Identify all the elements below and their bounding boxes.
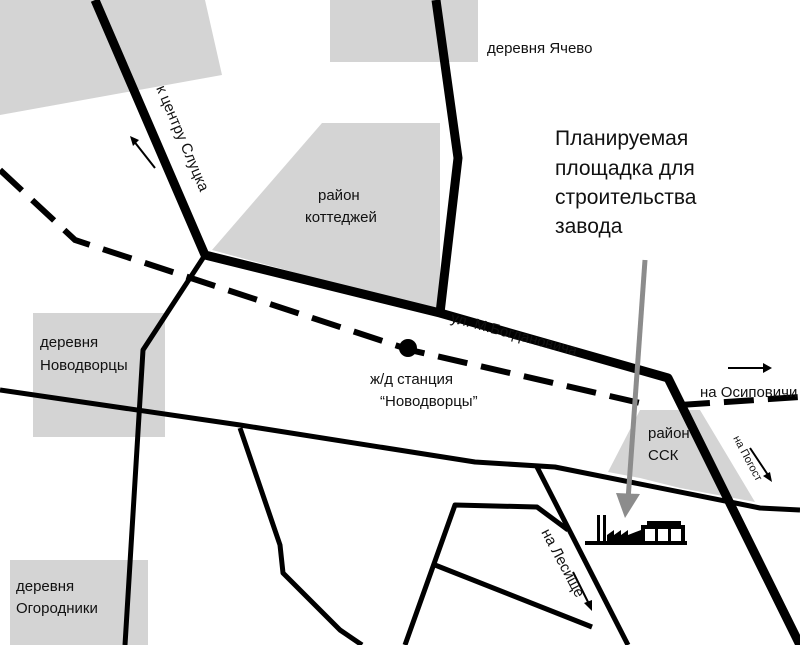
area-novodvortsy (33, 313, 165, 437)
label-bogdanovicha: ул. М.Богдановича (449, 309, 580, 359)
label-novodvortsy-2: Новодворцы (40, 357, 128, 374)
arrow-slutsk-icon (132, 139, 156, 169)
label-site-2: площадка для (555, 157, 695, 180)
label-ogorodniki-1: деревня (16, 578, 74, 595)
area-cottages (212, 123, 440, 312)
label-yachevo: деревня Ячево (487, 40, 592, 57)
road-to-novodvortsy (122, 253, 208, 645)
road-east-west (0, 387, 800, 513)
label-cottages-2: коттеджей (305, 209, 377, 226)
label-station-1: ж/д станция (370, 371, 453, 388)
road-to-lesishche (534, 465, 631, 645)
label-station-2: “Новодворцы” (380, 393, 478, 410)
label-site-1: Планируемая (555, 127, 688, 150)
label-ogorodniki-2: Огородники (16, 600, 98, 617)
site-pointer (625, 259, 648, 501)
factory-icon (585, 515, 687, 545)
label-ssk-2: ССК (648, 447, 679, 464)
site-pointer-arrowhead-icon (616, 493, 640, 518)
station-marker (399, 339, 417, 357)
label-to-osipovichi: на Осиповичи (700, 384, 797, 401)
label-to-slutsk: к центру Слуцка (152, 83, 212, 195)
road-c (434, 562, 593, 630)
label-site-3: строительства (555, 186, 697, 209)
road-a (237, 427, 364, 645)
railway (0, 167, 641, 406)
area-yachevo (330, 0, 478, 62)
label-cottages-1: район (318, 187, 360, 204)
road-b (402, 502, 570, 645)
road-to-yachevo (431, 0, 463, 314)
area-top-left (0, 0, 222, 115)
railway-east (679, 394, 800, 408)
label-ssk-1: район (648, 425, 690, 442)
label-to-lesishche: на Лесище (537, 526, 587, 601)
arrow-lesishche-icon (572, 571, 591, 607)
label-novodvortsy-1: деревня (40, 334, 98, 351)
arrow-pogost-icon (749, 447, 771, 479)
label-site-4: завода (555, 215, 623, 238)
